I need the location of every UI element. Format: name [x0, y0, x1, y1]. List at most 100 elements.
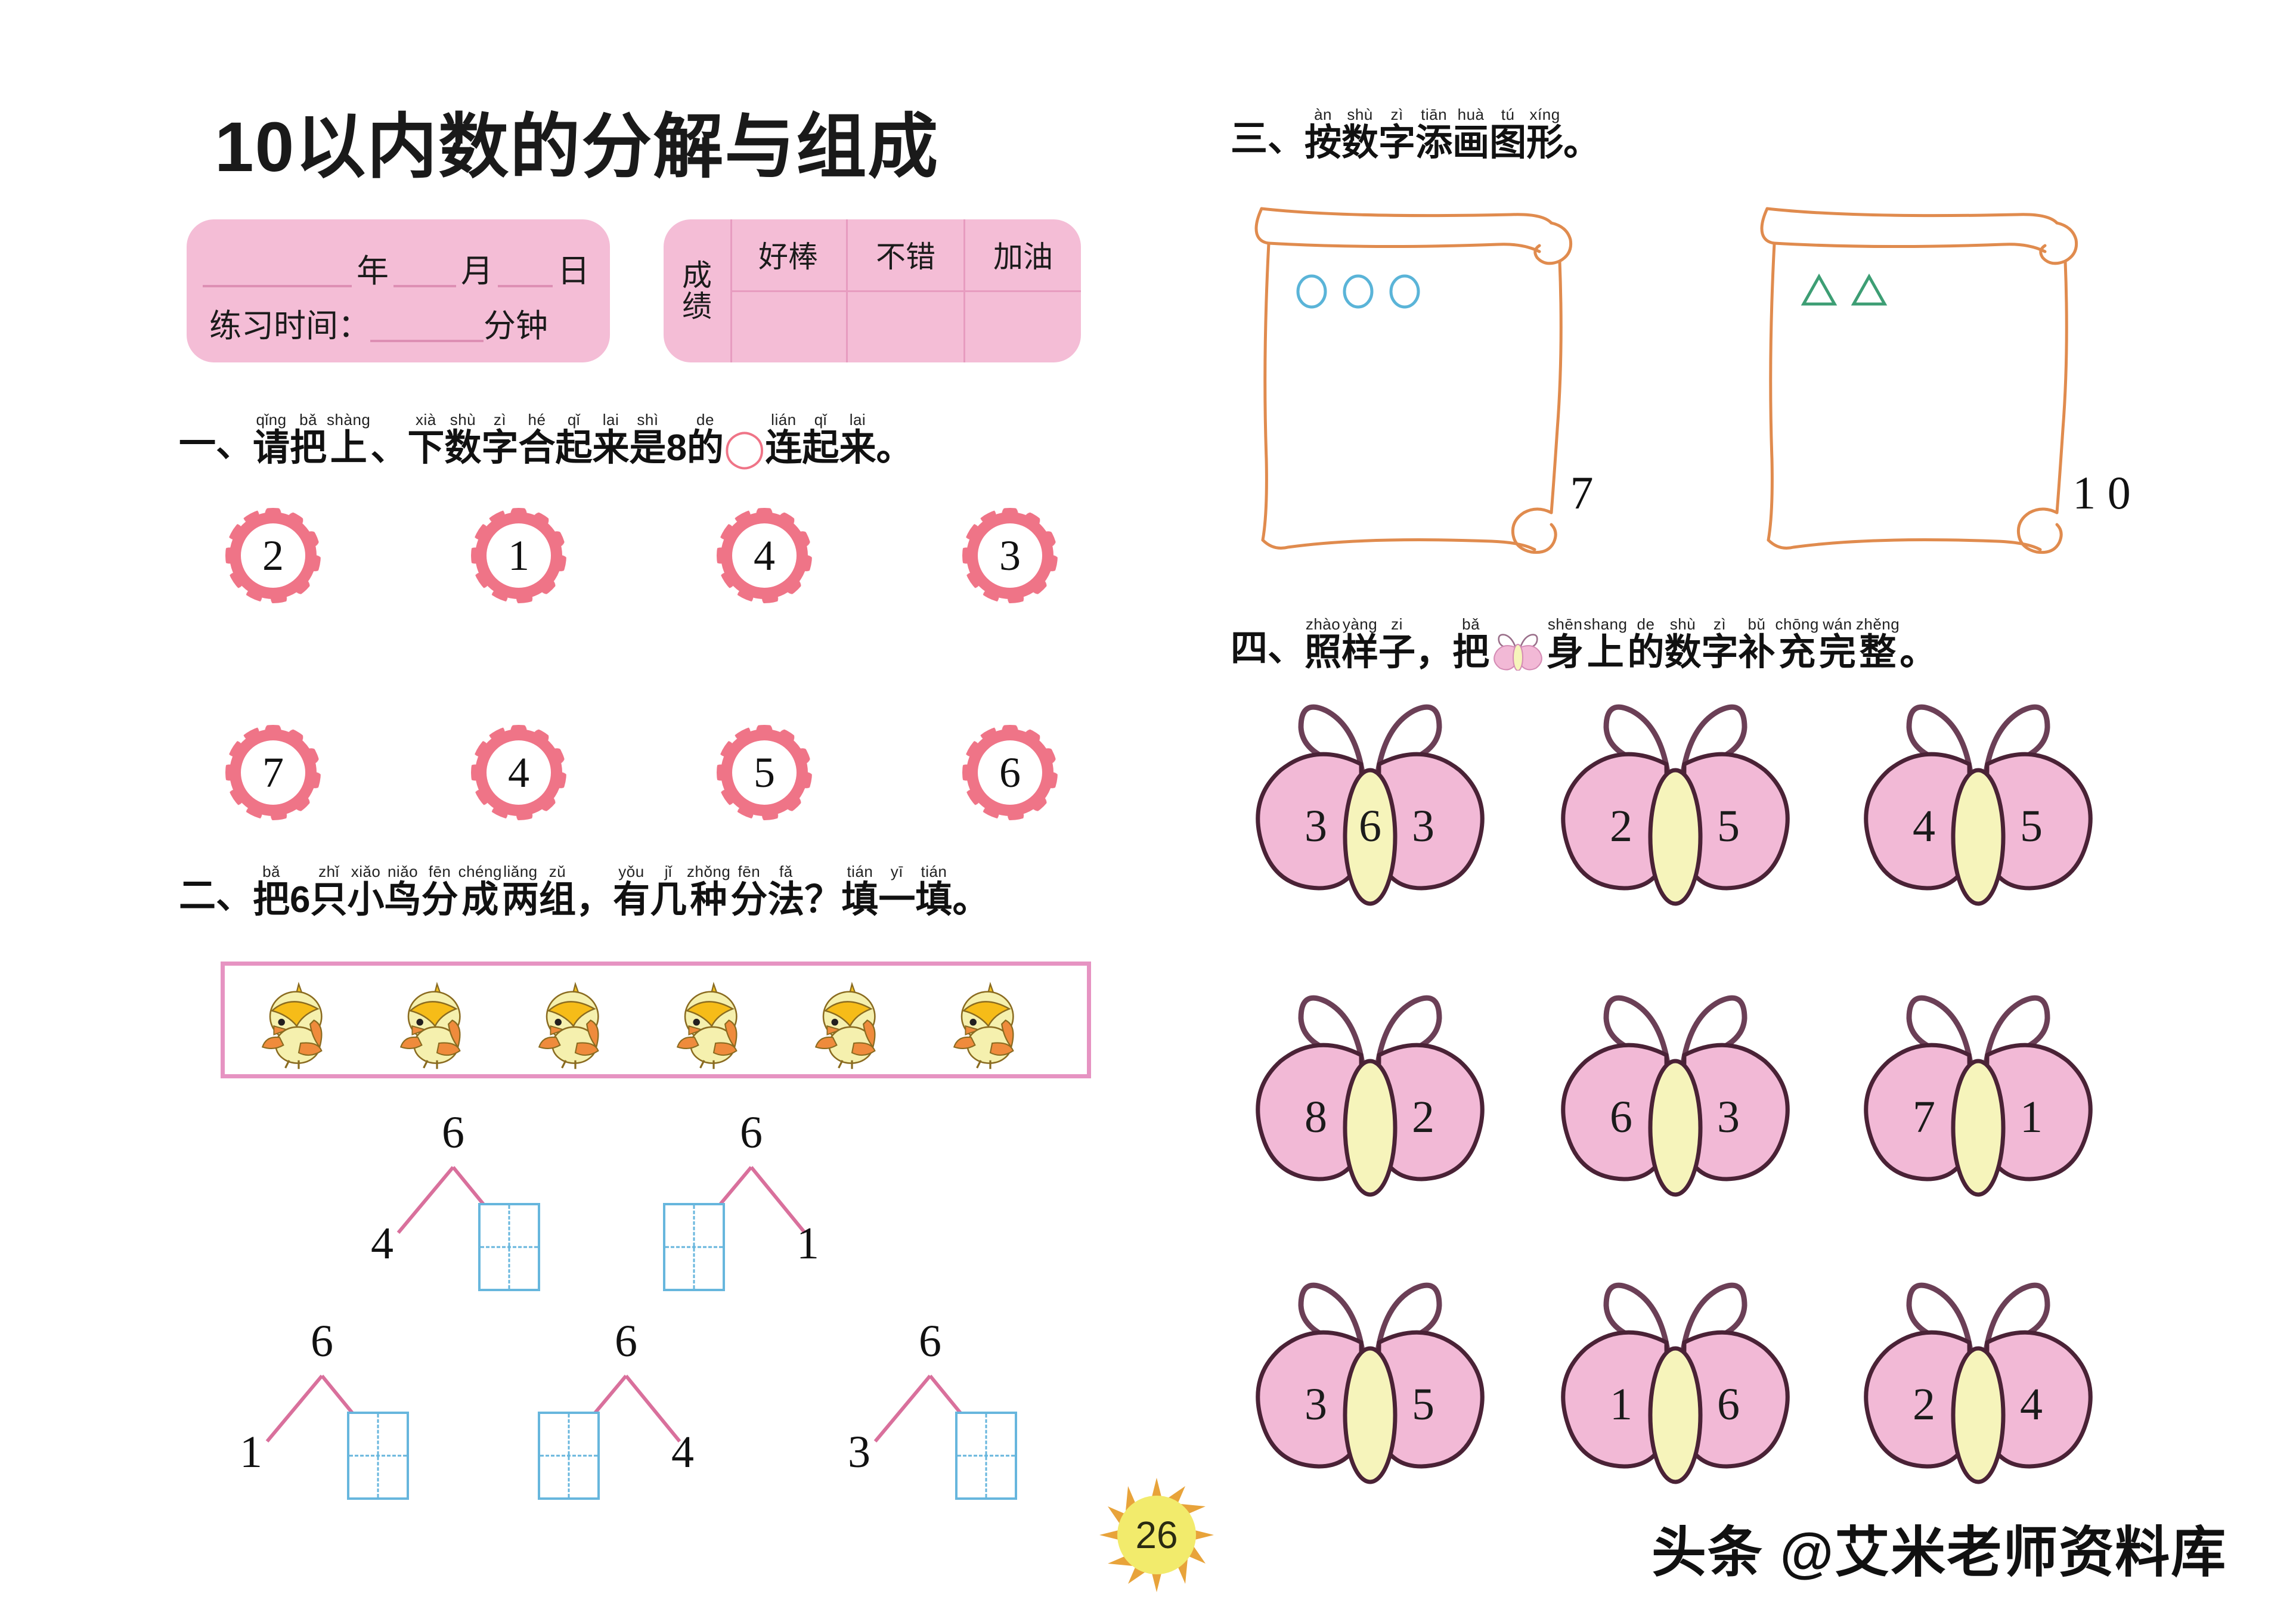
- butterfly-left-value: 2: [1610, 801, 1632, 851]
- tree-total: 6: [442, 1108, 464, 1158]
- butterfly-inline-icon: [1489, 614, 1547, 672]
- mark-cell-tryharder[interactable]: [965, 292, 1081, 363]
- q1-target-sum: 8: [666, 427, 687, 469]
- bird-icon: [389, 976, 485, 1072]
- number-tree-5: 6 3: [805, 1319, 1055, 1515]
- butterfly-body-value[interactable]: 6: [1359, 801, 1381, 851]
- bird-strip: [221, 962, 1091, 1078]
- score-label-char-1: 成: [682, 258, 712, 292]
- tree-total: 6: [615, 1316, 637, 1366]
- flower-value: 3: [999, 531, 1021, 579]
- flower-value: 4: [754, 531, 775, 579]
- flower-circle-top-4[interactable]: 3: [962, 508, 1058, 603]
- tree-left-value: 4: [371, 1218, 393, 1269]
- tree-left-answer-box[interactable]: [538, 1412, 600, 1500]
- score-box: 成 绩 好棒 不错 加油: [664, 219, 1081, 362]
- bird-icon: [528, 976, 623, 1072]
- q1-inline-circle-icon: ◯: [724, 427, 766, 469]
- triangle-icon: [1851, 273, 1888, 306]
- flower-circle-top-3[interactable]: 4: [717, 508, 812, 603]
- score-grid: 好棒 不错 加油: [730, 219, 1081, 362]
- flower-value: 7: [262, 748, 284, 796]
- tree-right-value: 1: [797, 1218, 819, 1269]
- number-tree-2: 6 1: [626, 1110, 876, 1307]
- butterfly-right-value: 3: [1717, 1092, 1740, 1142]
- butterfly-4: 8 2: [1239, 978, 1501, 1204]
- page-number-value: 26: [1117, 1496, 1196, 1574]
- question-1-number: 一、: [179, 423, 253, 465]
- date-line: 年 月 日: [187, 240, 610, 287]
- bird-icon: [666, 976, 761, 1072]
- flower-circle-bottom-2[interactable]: 4: [471, 725, 566, 820]
- flower-value: 6: [999, 748, 1021, 796]
- year-blank[interactable]: [203, 248, 352, 287]
- bird-icon: [804, 976, 900, 1072]
- score-rating-row: 好棒 不错 加油: [730, 219, 1081, 292]
- tree-right-answer-box[interactable]: [478, 1203, 540, 1291]
- flower-circle-bottom-3[interactable]: 5: [717, 725, 812, 820]
- flower-circle-top-2[interactable]: 1: [471, 508, 566, 603]
- butterfly-3: 4 5: [1847, 687, 2109, 913]
- minutes-blank[interactable]: [370, 303, 484, 342]
- number-tree-4: 6 4: [501, 1319, 751, 1515]
- practice-time-label: 练习时间：: [209, 308, 370, 344]
- tree-right-answer-box[interactable]: [347, 1412, 409, 1500]
- flower-circle-top-1[interactable]: 2: [225, 508, 321, 603]
- butterfly-left-value: 2: [1913, 1379, 1935, 1429]
- scroll-card-2: 1 0: [1747, 203, 2164, 554]
- tree-right-answer-box[interactable]: [955, 1412, 1017, 1500]
- score-label: 成 绩: [664, 219, 732, 362]
- circle-icon: [1389, 274, 1420, 309]
- page-number-badge: 26: [1097, 1475, 1216, 1595]
- tree-total: 6: [919, 1316, 941, 1366]
- scroll-shape-group-1: [1295, 273, 1421, 310]
- tree-left-answer-box[interactable]: [663, 1203, 725, 1291]
- scroll-number-1: 7: [1570, 467, 1594, 519]
- triangle-icon: [1801, 273, 1838, 306]
- tree-right-value: 4: [671, 1427, 694, 1477]
- flower-value: 5: [754, 748, 775, 796]
- flower-value: 2: [262, 531, 284, 579]
- butterfly-left-value: 8: [1305, 1092, 1327, 1142]
- butterfly-left-value: 3: [1305, 1379, 1327, 1429]
- butterfly-9: 2 4: [1847, 1265, 2109, 1491]
- flower-circle-bottom-4[interactable]: 6: [962, 725, 1058, 820]
- butterfly-2: 2 5: [1544, 687, 1807, 913]
- butterfly-left-value: 1: [1610, 1379, 1632, 1429]
- tree-left-value: 1: [240, 1427, 262, 1477]
- butterfly-right-value: 3: [1412, 801, 1434, 851]
- tree-left-value: 3: [848, 1427, 870, 1477]
- question-4-number: 四、: [1231, 628, 1305, 669]
- butterfly-7: 3 5: [1239, 1265, 1501, 1491]
- butterfly-right-value: 5: [2020, 801, 2043, 851]
- rating-cell-good: 好棒: [730, 219, 848, 290]
- date-box: 年 月 日 练习时间： 分钟: [187, 219, 610, 362]
- scroll-card-1: 7: [1241, 203, 1659, 554]
- butterfly-6: 7 1: [1847, 978, 2109, 1204]
- bird-icon: [251, 976, 346, 1072]
- day-blank[interactable]: [498, 248, 553, 287]
- butterfly-right-value: 1: [2020, 1092, 2043, 1142]
- number-tree-1: 6 4: [328, 1110, 578, 1307]
- score-mark-row: [730, 291, 1081, 363]
- rating-cell-ok: 不错: [848, 219, 965, 290]
- mark-cell-ok[interactable]: [848, 291, 965, 362]
- flower-circle-bottom-1[interactable]: 7: [225, 725, 321, 820]
- month-blank[interactable]: [393, 248, 456, 287]
- circle-icon: [1343, 274, 1374, 309]
- watermark: 头条 @艾米老师资料库: [1651, 1522, 2227, 1583]
- left-column: 10以内数的分解与组成 年 月 日 练习时间： 分钟 成 绩: [0, 0, 1192, 1622]
- scroll-shape-group-2: [1801, 273, 1888, 308]
- minutes-label: 分钟: [484, 308, 548, 344]
- butterfly-right-value: 6: [1717, 1379, 1740, 1429]
- butterfly-left-value: 3: [1305, 801, 1327, 851]
- year-label: 年: [357, 253, 389, 289]
- practice-time-line: 练习时间： 分钟: [209, 303, 548, 342]
- number-tree-3: 6 1: [197, 1319, 447, 1515]
- mark-cell-good[interactable]: [730, 291, 848, 362]
